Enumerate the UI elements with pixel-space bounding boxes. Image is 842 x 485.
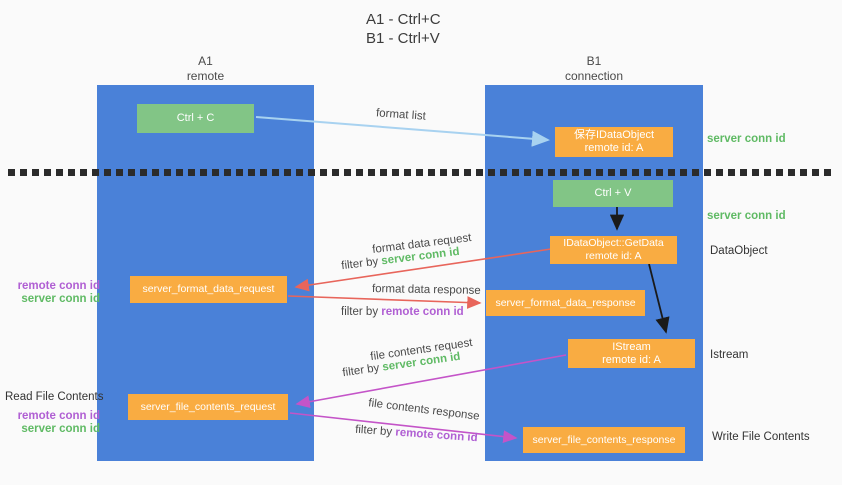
write-file-contents-label: Write File Contents [712,431,810,443]
file-contents-response-label: file contents response [367,397,481,423]
save-idataobject-box: 保存IDataObject remote id: A [555,127,673,157]
column-b1-name: B1 [586,54,602,68]
format-data-response-label: format data response [371,283,481,297]
getdata-line1: IDataObject::GetData [563,237,664,249]
server-conn-id-label-mid: server conn id [707,210,786,222]
file-request-box: server_file_contents_request [128,394,288,420]
remote-conn-id-inline-2: remote conn id [394,426,478,445]
file-request-label: server_file_contents_request [140,400,276,413]
filter-by-text-1: filter by [340,255,383,273]
ctrl-c-box: Ctrl + C [137,104,254,133]
filter-by-text-2: filter by [341,306,382,318]
column-b1-role: connection [564,69,624,83]
filter-by-text-3: filter by [341,361,384,380]
istream-box: IStream remote id: A [568,339,695,368]
title-line-1: A1 - Ctrl+C [366,11,441,28]
getdata-line2: remote id: A [585,250,642,262]
column-a1-name: A1 [198,54,213,68]
format-request-label: server_format_data_request [142,283,275,295]
server-conn-id-label-top: server conn id [707,133,786,145]
machine-boundary-dotted-line [8,169,836,176]
read-file-contents-label: Read File Contents [5,391,104,403]
server-conn-id-label-1: server conn id [21,293,100,305]
conn-id-group-2: remote conn id server conn id [10,410,100,436]
file-response-label: server_file_contents_response [532,433,676,446]
getdata-box: IDataObject::GetData remote id: A [550,236,677,264]
format-response-label: server_format_data_response [495,296,636,309]
format-data-response-arrow [287,295,482,309]
ctrl-v-label: Ctrl + V [594,187,632,199]
dataobject-label: DataObject [710,245,768,257]
format-request-box: server_format_data_request [130,276,287,303]
filter-by-remote-conn-id-2: filter by remote conn id [355,424,478,445]
save-idataobject-line1: 保存IDataObject [573,129,655,141]
remote-conn-id-inline-1: remote conn id [381,306,464,318]
conn-id-group-1: remote conn id server conn id [10,280,100,306]
column-a1-role: remote [186,69,225,83]
column-header-a1: A1 remote [97,54,314,84]
ctrl-v-box: Ctrl + V [553,180,673,207]
save-idataobject-line2: remote id: A [584,142,644,154]
istream-side-label: Istream [710,349,749,361]
format-list-label: format list [375,107,427,123]
diagram-title: A1 - Ctrl+C B1 - Ctrl+V [366,10,441,48]
remote-conn-id-label-2: remote conn id [17,410,100,422]
format-response-box: server_format_data_response [486,290,645,316]
remote-conn-id-label-1: remote conn id [17,280,100,292]
istream-line1: IStream [612,340,651,353]
filter-by-text-4: filter by [354,423,396,439]
filter-by-remote-conn-id-1: filter by remote conn id [341,306,464,318]
title-line-2: B1 - Ctrl+V [366,30,440,47]
file-response-box: server_file_contents_response [523,427,685,453]
server-conn-id-label-2: server conn id [21,423,100,435]
column-header-b1: B1 connection [485,54,703,84]
istream-line2: remote id: A [602,353,661,366]
ctrl-c-label: Ctrl + C [176,112,215,124]
